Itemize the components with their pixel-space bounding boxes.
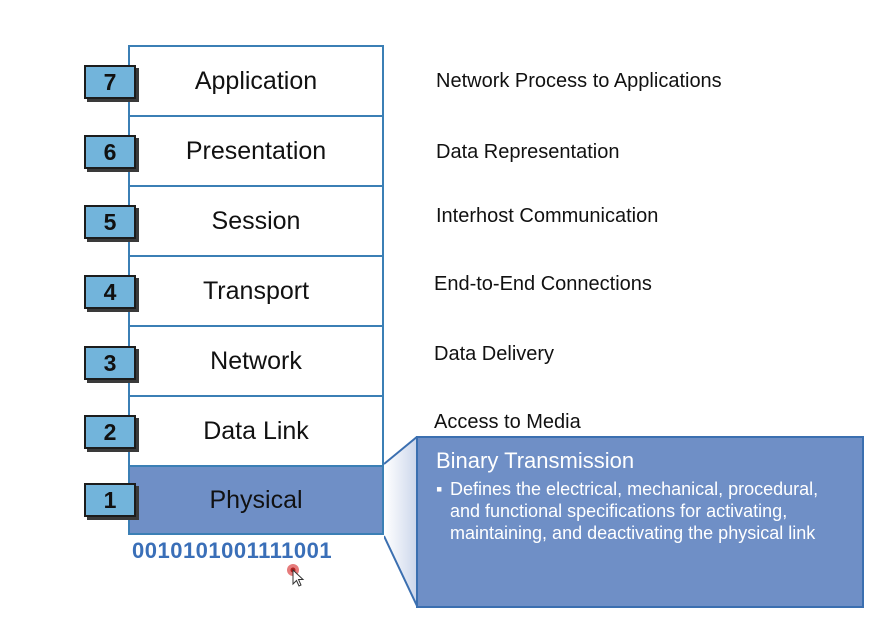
layer-function-2: Access to Media [434, 411, 581, 433]
layer-function-6: Data Representation [436, 141, 620, 163]
osi-layer-stack: Application Presentation Session Transpo… [128, 45, 384, 535]
layer-physical: Physical [130, 467, 382, 533]
layer-number-2: 2 [84, 415, 136, 449]
layer-name: Application [194, 66, 318, 95]
layer-name: Network [210, 346, 302, 375]
layer-presentation: Presentation [130, 117, 382, 187]
layer-name: Presentation [185, 136, 327, 165]
layer-number-1: 1 [84, 483, 136, 517]
callout-title: Binary Transmission [436, 448, 635, 473]
layer-function-3: Data Delivery [434, 343, 555, 365]
layer-function-4: End-to-End Connections [434, 273, 652, 295]
layer-number-6: 6 [84, 135, 136, 169]
layer-network: Network [130, 327, 382, 397]
layer-name: Session [211, 206, 301, 235]
layer-function-7: Network Process to Applications [436, 70, 722, 92]
callout-bullet-item: ▪ Defines the electrical, mechanical, pr… [436, 478, 844, 544]
layer-number-5: 5 [84, 205, 136, 239]
callout-connector [384, 436, 419, 608]
mouse-pointer-icon [287, 564, 305, 587]
layer-number-4: 4 [84, 275, 136, 309]
binary-stream: 0010101001111001 [132, 538, 333, 563]
physical-layer-callout: Binary Transmission ▪ Defines the electr… [416, 436, 864, 608]
bullet-icon: ▪ [436, 479, 443, 499]
layer-number-3: 3 [84, 346, 136, 380]
layer-data-link: Data Link [130, 397, 382, 467]
layer-name: Physical [209, 485, 303, 514]
layer-application: Application [130, 47, 382, 117]
layer-name: Transport [202, 276, 310, 305]
layer-name: Data Link [203, 416, 309, 445]
callout-bullet-text: Defines the electrical, mechanical, proc… [450, 479, 819, 543]
layer-number-7: 7 [84, 65, 136, 99]
layer-function-5: Interhost Communication [436, 205, 659, 227]
layer-session: Session [130, 187, 382, 257]
layer-transport: Transport [130, 257, 382, 327]
